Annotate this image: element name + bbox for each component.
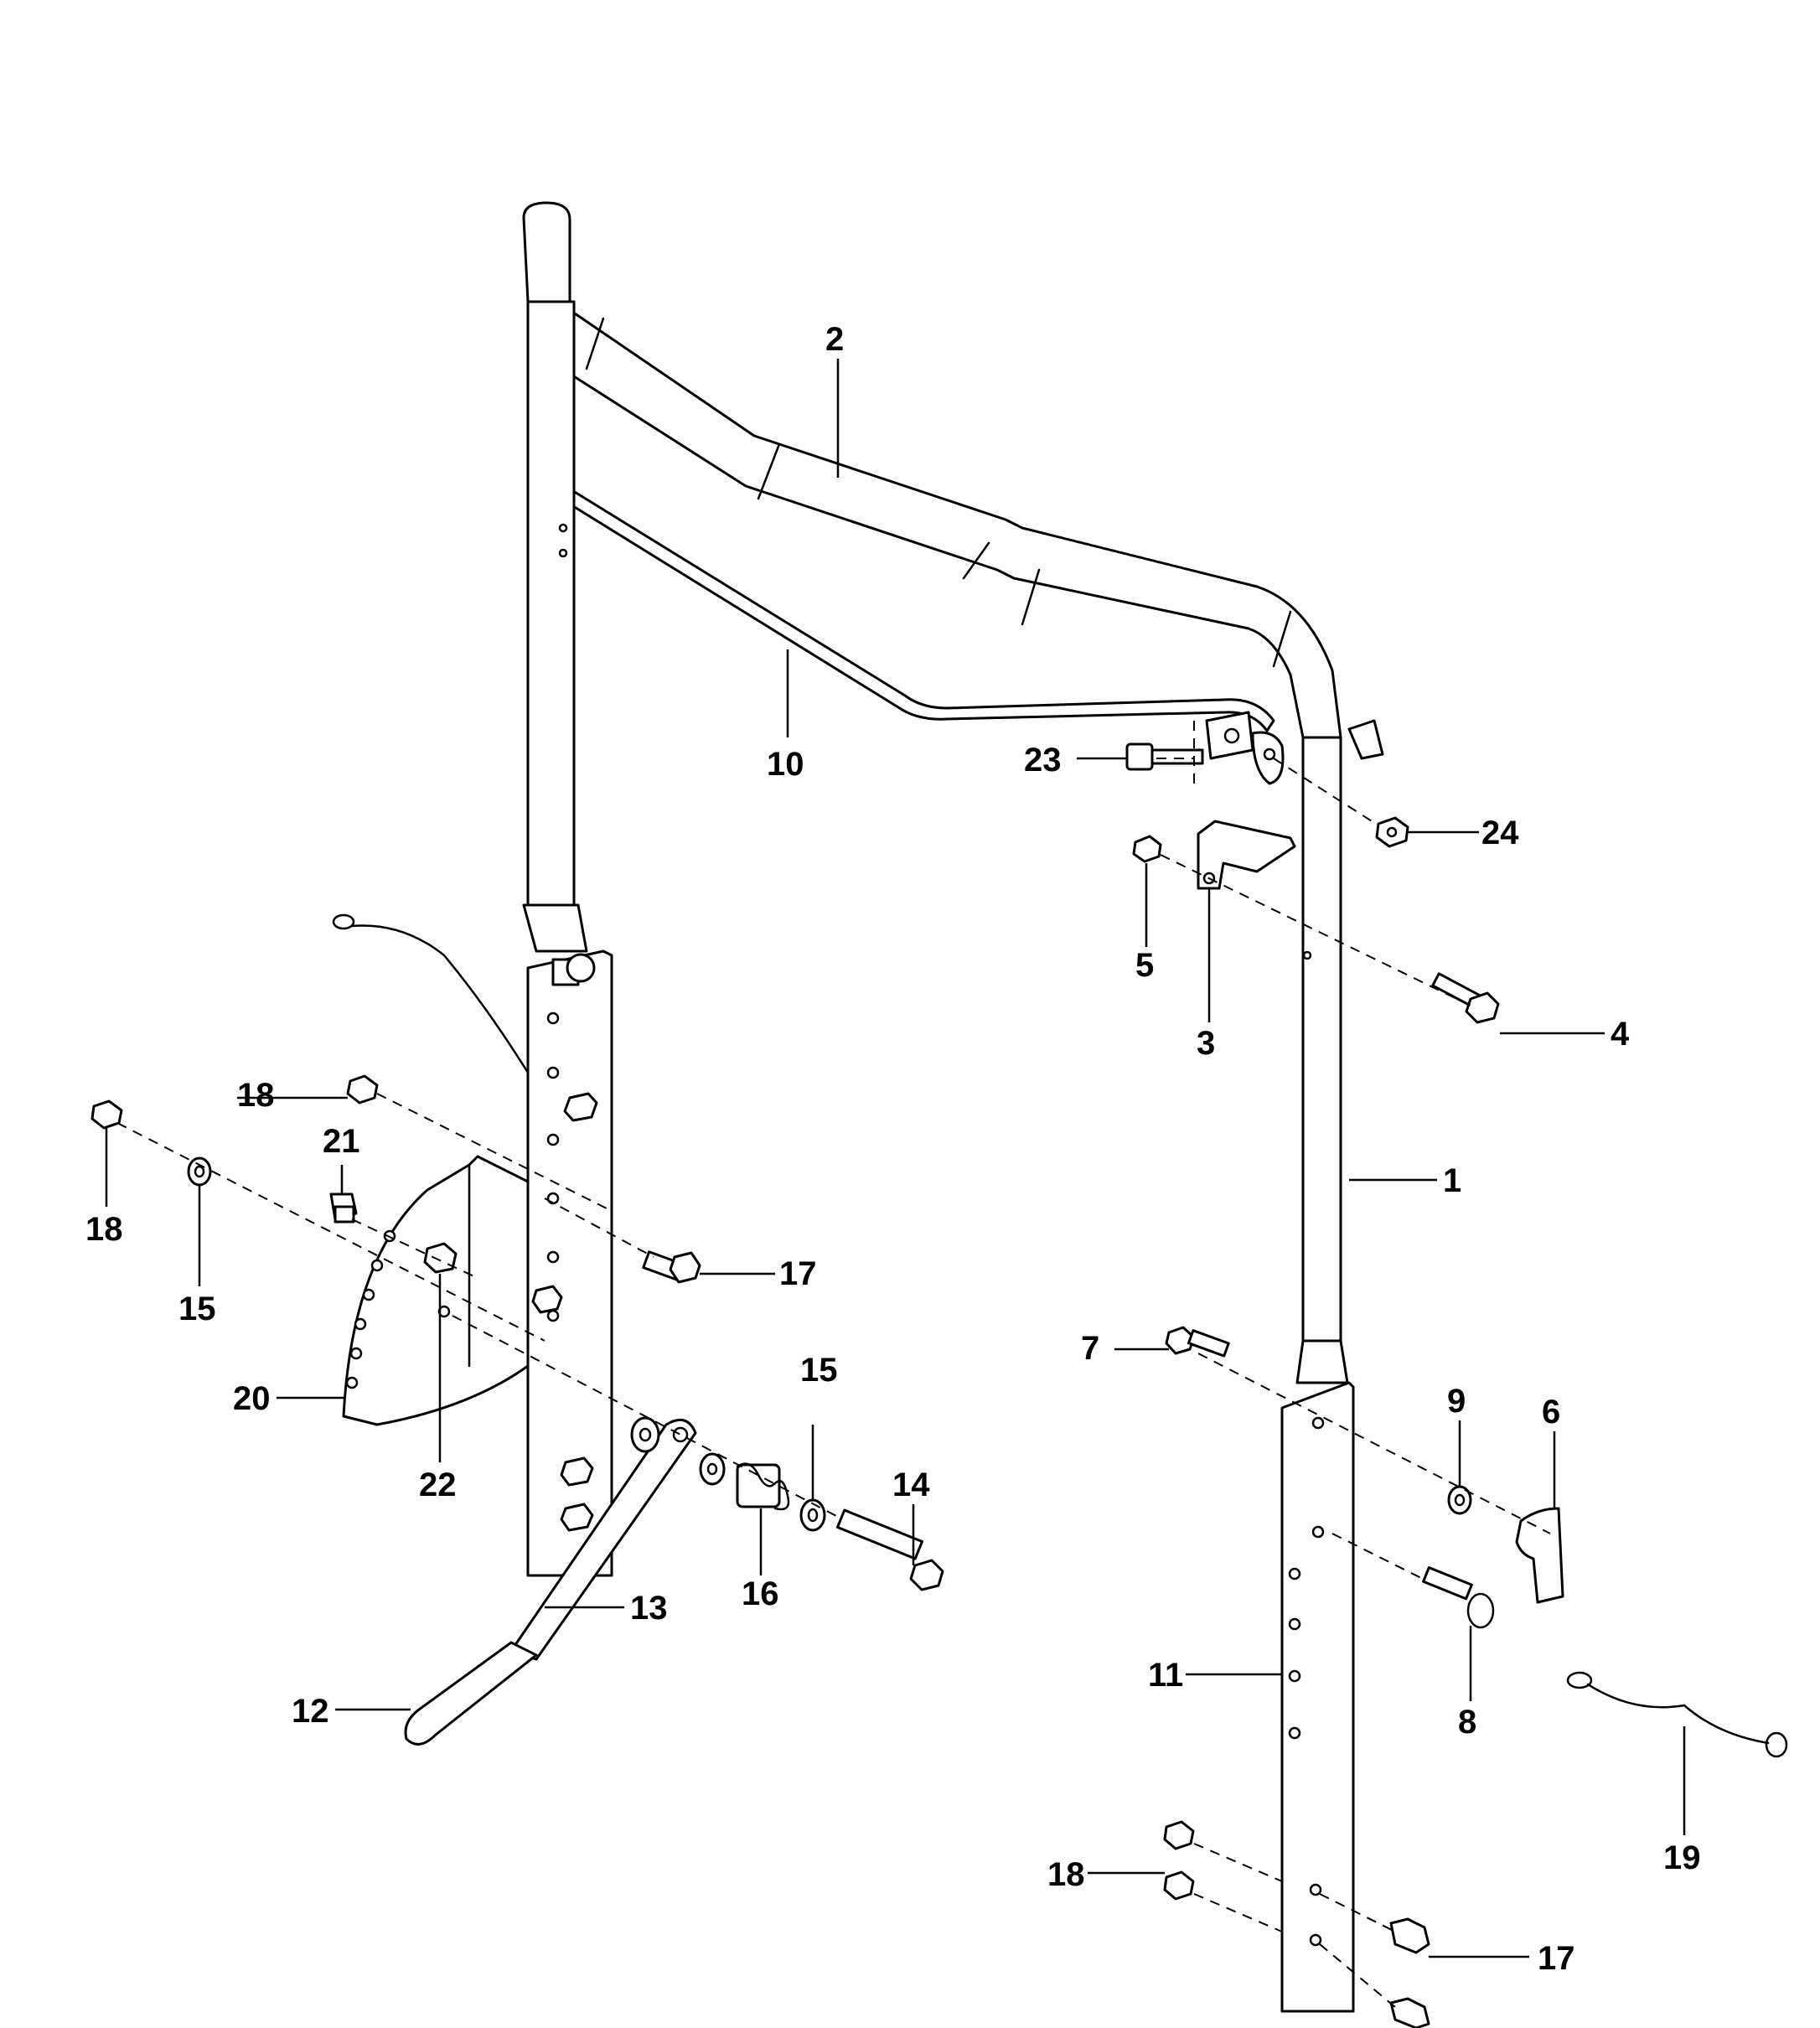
- leader-lines: [105, 359, 1686, 1958]
- callout-8: 8: [1458, 1704, 1476, 1741]
- part-16-spring: [736, 1462, 790, 1511]
- part-7-bolt: [1165, 1326, 1230, 1358]
- part-8-pin: [1422, 1566, 1495, 1629]
- part-3-bracket: [1197, 820, 1296, 890]
- left-cable: [332, 913, 530, 1074]
- callout-15-a: 15: [178, 1291, 216, 1327]
- callout-4: 4: [1611, 1016, 1630, 1053]
- part-18-nut-c: [1163, 1820, 1195, 1901]
- part-15-washer-a: [187, 1156, 212, 1187]
- part-14-bolt: [836, 1508, 944, 1591]
- part-5-nut: [1132, 835, 1162, 863]
- callout-12: 12: [292, 1693, 329, 1730]
- part-18-nut-a: [90, 1099, 123, 1130]
- part-17-bolt-a: [642, 1250, 701, 1284]
- part-19-cable: [1566, 1671, 1788, 1758]
- left-upright-tube: [522, 300, 588, 953]
- part-20-quadrant-plate: [342, 1155, 530, 1426]
- callout-18-b: 18: [85, 1211, 123, 1248]
- callout-19: 19: [1663, 1839, 1701, 1876]
- callout-10: 10: [767, 746, 804, 783]
- callout-20: 20: [233, 1380, 271, 1417]
- callout-5: 5: [1135, 947, 1154, 984]
- callout-1: 1: [1443, 1162, 1461, 1199]
- callout-22: 22: [419, 1467, 457, 1503]
- callout-9: 9: [1447, 1383, 1466, 1420]
- part-21-pin: [329, 1192, 358, 1224]
- callout-7: 7: [1081, 1330, 1099, 1367]
- callout-18-c: 18: [1047, 1856, 1085, 1893]
- callout-24: 24: [1481, 815, 1519, 851]
- part-18-nut-b: [346, 1074, 379, 1105]
- callout-14: 14: [892, 1467, 930, 1503]
- callout-23: 23: [1024, 742, 1062, 779]
- callout-6: 6: [1542, 1394, 1560, 1430]
- part-2-handlebar: [522, 201, 1342, 739]
- part-1-upright: [1295, 736, 1349, 1384]
- part-10-cross-bar: [536, 468, 1275, 732]
- assembly-lines: [116, 721, 1551, 2008]
- part-13-lever: [509, 1418, 697, 1661]
- part-4-bolt: [1431, 972, 1500, 1024]
- part-12-handle: [404, 1641, 538, 1746]
- left-side-plate: [526, 949, 613, 1577]
- callout-18-a: 18: [237, 1077, 275, 1114]
- part-23-bolt: [1125, 742, 1204, 771]
- pivot-washers: [630, 1416, 726, 1486]
- callout-2: 2: [825, 321, 844, 358]
- callout-13: 13: [630, 1590, 668, 1627]
- part-17-bolt-b: [1389, 1917, 1430, 2028]
- callout-21: 21: [323, 1123, 360, 1160]
- callout-17-a: 17: [779, 1255, 817, 1292]
- callout-3: 3: [1197, 1025, 1215, 1062]
- callout-16: 16: [742, 1575, 779, 1612]
- part-6-knob: [1515, 1507, 1564, 1604]
- callout-15-b: 15: [800, 1352, 838, 1389]
- hinge-plates: [1205, 711, 1384, 785]
- part-11-lower-plate: [1280, 1381, 1355, 2013]
- callout-17-b: 17: [1538, 1940, 1575, 1977]
- part-24-nut: [1375, 816, 1409, 848]
- callout-11: 11: [1148, 1657, 1183, 1694]
- callouts: 2 10 23 24 5 3 4 1 18 21 18 15 17 7 15 2…: [85, 321, 1701, 1977]
